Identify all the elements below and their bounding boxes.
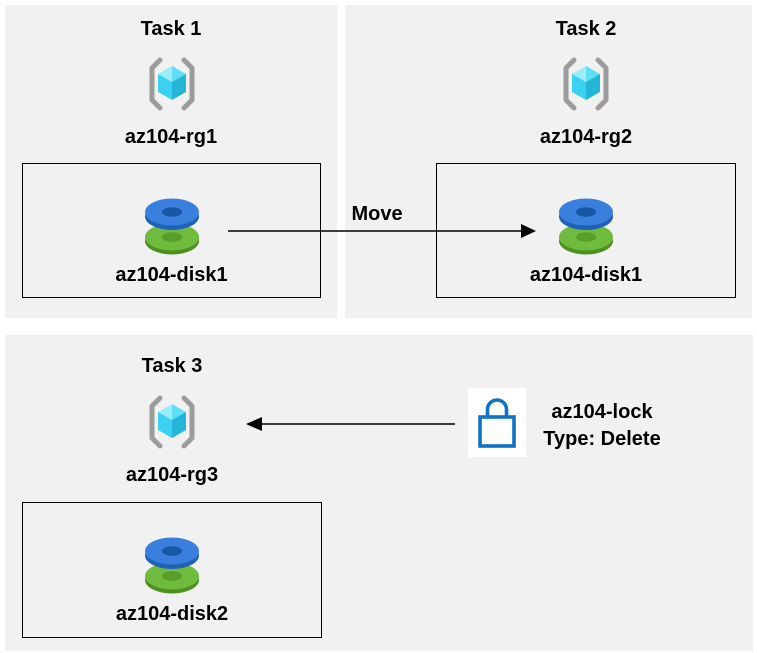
task-title: Task 3 <box>141 355 203 377</box>
panel-task-1: Task 1 az104-rg1 az104-disk1 <box>5 5 337 318</box>
move-arrow-label: Move <box>351 203 403 225</box>
disk-label: az104-disk1 <box>115 264 228 286</box>
disk-label: az104-disk2 <box>115 603 229 625</box>
disk-label: az104-disk1 <box>529 264 643 286</box>
lock-type-label: Type: Delete <box>543 428 661 450</box>
resource-box: az104-disk1 <box>22 163 321 298</box>
lock-name-label: az104-lock <box>551 401 653 423</box>
disk-icon <box>144 198 199 255</box>
disk-icon <box>559 198 613 255</box>
resource-box: az104-disk2 <box>22 502 322 638</box>
panel-task-2: Task 2 az104-rg2 az104-disk1 <box>345 5 752 318</box>
lock-glyph <box>478 397 516 448</box>
resource-box: az104-disk1 <box>436 163 736 298</box>
task-title: Task 1 <box>140 18 202 40</box>
resource-group-label: az104-rg1 <box>124 126 218 148</box>
resource-group-label: az104-rg2 <box>539 126 633 148</box>
resource-group-icon <box>561 57 611 111</box>
lock-caption: az104-lock Type: Delete <box>517 399 687 453</box>
disk-icon <box>145 537 199 594</box>
panel-task-3: Task 3 az104-rg3 az104-disk2 az104-lock … <box>5 335 753 651</box>
resource-group-label: az104-rg3 <box>125 464 219 486</box>
resource-group-icon <box>147 395 197 449</box>
task-title: Task 2 <box>555 18 617 40</box>
lock-icon <box>468 388 526 457</box>
resource-group-icon <box>147 57 197 111</box>
